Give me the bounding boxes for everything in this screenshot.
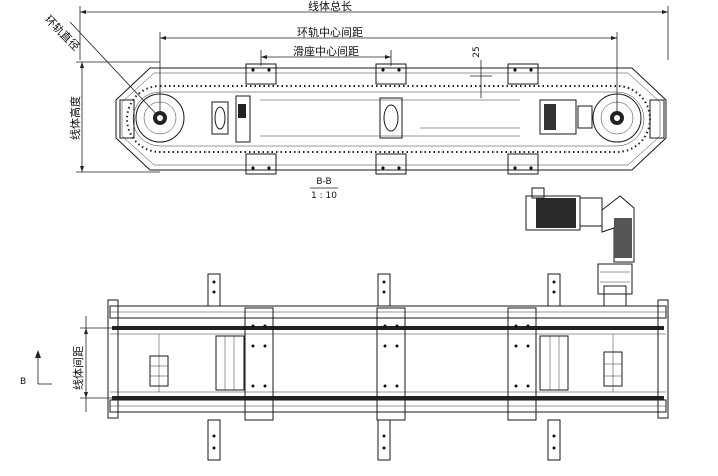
line-height-dimension: 线体高度	[68, 61, 160, 173]
center-roller-assembly	[211, 95, 403, 143]
left-rail-wheel	[135, 93, 185, 143]
total-length-label: 线体总长	[308, 0, 352, 13]
slider-plates	[244, 307, 537, 421]
right-end-block	[649, 99, 665, 139]
slider-center-distance-label: 滑座中心间距	[293, 44, 359, 58]
view-direction-marker: B	[20, 350, 52, 387]
offset-dimension-value: 25	[472, 46, 482, 57]
upper-belt	[112, 326, 664, 330]
offset-dimension: 25	[470, 46, 492, 98]
drive-motor	[525, 187, 635, 307]
section-scale: 1 : 10	[311, 191, 337, 201]
slider-carriages	[245, 63, 539, 175]
inner-frame	[121, 72, 661, 166]
inner-rollers	[149, 334, 623, 392]
section-label: B-B	[316, 177, 331, 187]
right-rail-wheel	[592, 93, 642, 143]
rail-center-distance-dimension: 环轨中心间距	[159, 25, 618, 118]
left-end-block	[119, 99, 135, 139]
bottom-view: 线体间距 B	[20, 273, 669, 461]
top-view: 线体总长 环轨中心间距 滑座中心间距 25	[42, 0, 669, 175]
chain-track	[126, 85, 651, 153]
mounting-feet	[207, 273, 561, 461]
line-spacing-label: 线体间距	[71, 346, 85, 390]
track-inner-edge	[132, 91, 645, 147]
rail-diameter-label: 环轨直径	[42, 12, 83, 53]
view-marker-label: B	[20, 377, 26, 387]
line-spacing-dimension: 线体间距	[71, 316, 112, 412]
drive-gear-block	[539, 99, 593, 135]
total-length-dimension: 线体总长	[79, 0, 669, 60]
line-height-label: 线体高度	[68, 96, 82, 140]
section-label-group: B-B 1 : 10	[310, 177, 338, 201]
outer-frame	[115, 67, 667, 171]
slider-center-distance-dimension: 滑座中心间距	[260, 44, 392, 66]
lower-belt	[112, 396, 664, 400]
rail-center-distance-label: 环轨中心间距	[297, 25, 363, 39]
